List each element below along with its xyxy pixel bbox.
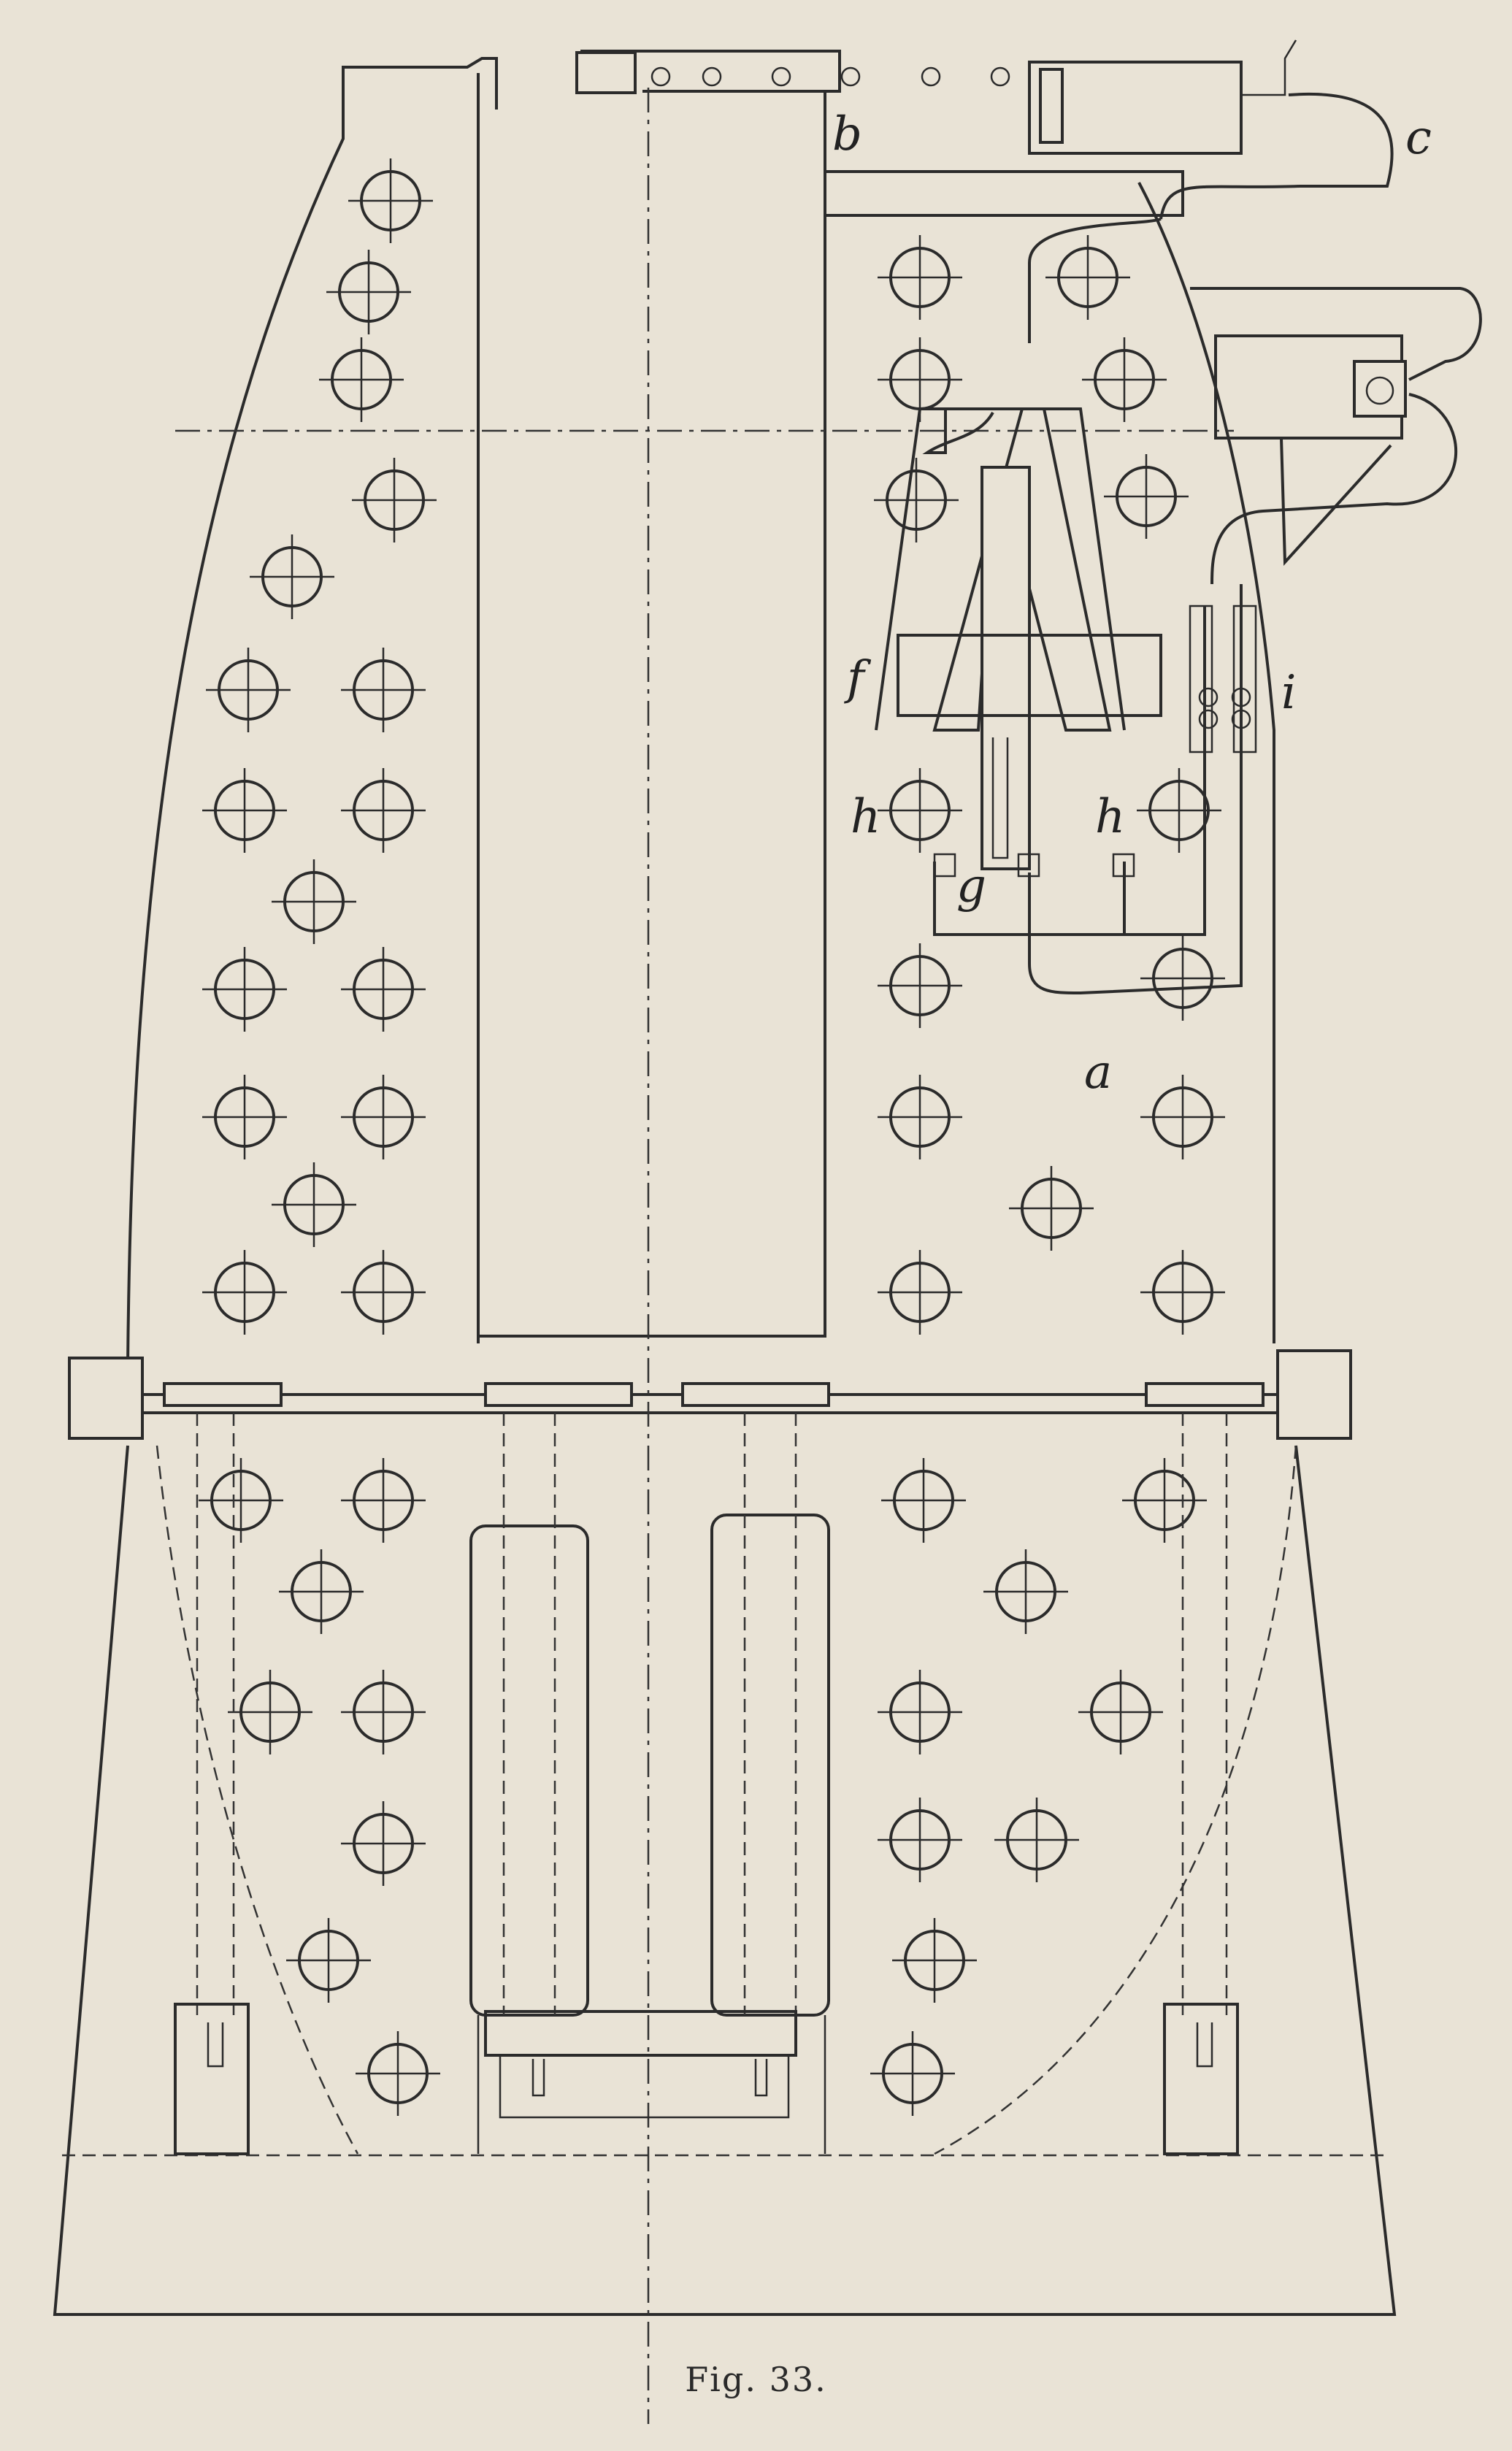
bolt-hole	[1140, 1250, 1225, 1335]
bolt-hole	[341, 1250, 426, 1335]
bolt-hole	[319, 337, 404, 422]
bolt-hole	[202, 768, 287, 853]
bolt-hole	[279, 1549, 364, 1634]
bolt-hole	[202, 1250, 287, 1335]
bolt-hole	[1140, 936, 1225, 1021]
bolt-hole	[1082, 337, 1167, 422]
bolt-hole	[352, 458, 437, 542]
bolt-hole	[878, 235, 962, 320]
bolt-hole	[341, 947, 426, 1032]
bolt-hole	[874, 458, 959, 542]
reference-lines	[175, 88, 1234, 2424]
support-columns	[174, 1413, 1239, 2155]
bolt-hole	[994, 1798, 1079, 1882]
bolt-holes	[199, 158, 1225, 2116]
bolt-hole	[272, 859, 356, 944]
part-labels: a b c f g h h i	[832, 107, 1432, 1100]
bolt-hole	[878, 1798, 962, 1882]
label-a: a	[1084, 1046, 1112, 1100]
piping-assembly	[875, 218, 1482, 995]
bolt-hole	[286, 1918, 371, 2003]
bolt-hole	[272, 1162, 356, 1247]
bolt-hole	[202, 1075, 287, 1159]
bolt-hole	[1009, 1166, 1094, 1251]
label-f: f	[844, 651, 872, 705]
bolt-hole	[206, 648, 291, 732]
label-g: g	[956, 859, 986, 913]
bolt-hole	[199, 1458, 283, 1543]
bolt-hole	[326, 250, 411, 334]
bolt-hole	[341, 1075, 426, 1159]
bolt-hole	[881, 1458, 966, 1543]
bolt-hole	[1140, 1075, 1225, 1159]
label-c: c	[1405, 111, 1432, 165]
bolt-hole	[1137, 768, 1221, 853]
top-bar-assembly	[575, 39, 1394, 220]
label-h-right: h	[1095, 790, 1125, 844]
bolt-hole	[878, 1250, 962, 1335]
bolt-hole	[878, 768, 962, 853]
bolt-hole	[341, 1670, 426, 1754]
bolt-hole	[250, 534, 334, 619]
bolt-hole	[878, 943, 962, 1028]
bolt-hole	[892, 1918, 977, 2003]
bolt-hole	[341, 648, 426, 732]
label-b: b	[832, 107, 862, 161]
bolt-hole	[202, 947, 287, 1032]
bolt-hole	[356, 2031, 440, 2116]
bolt-hole	[341, 768, 426, 853]
bolt-hole	[1122, 1458, 1207, 1543]
bolt-hole	[1104, 454, 1189, 539]
bolt-hole	[1078, 1670, 1163, 1754]
bolt-hole	[878, 1670, 962, 1754]
figure-caption: Fig. 33.	[685, 2360, 827, 2399]
bolt-hole	[341, 1801, 426, 1886]
bolt-hole	[983, 1549, 1068, 1634]
bolt-hole	[870, 2031, 955, 2116]
frame-outline	[53, 50, 1397, 2316]
bolt-hole	[1045, 235, 1130, 320]
bolt-hole	[341, 1458, 426, 1543]
label-h-left: h	[851, 790, 880, 844]
label-i: i	[1281, 666, 1296, 720]
bolt-hole	[348, 158, 433, 243]
bolt-hole	[228, 1670, 312, 1754]
bolt-hole	[878, 1075, 962, 1159]
